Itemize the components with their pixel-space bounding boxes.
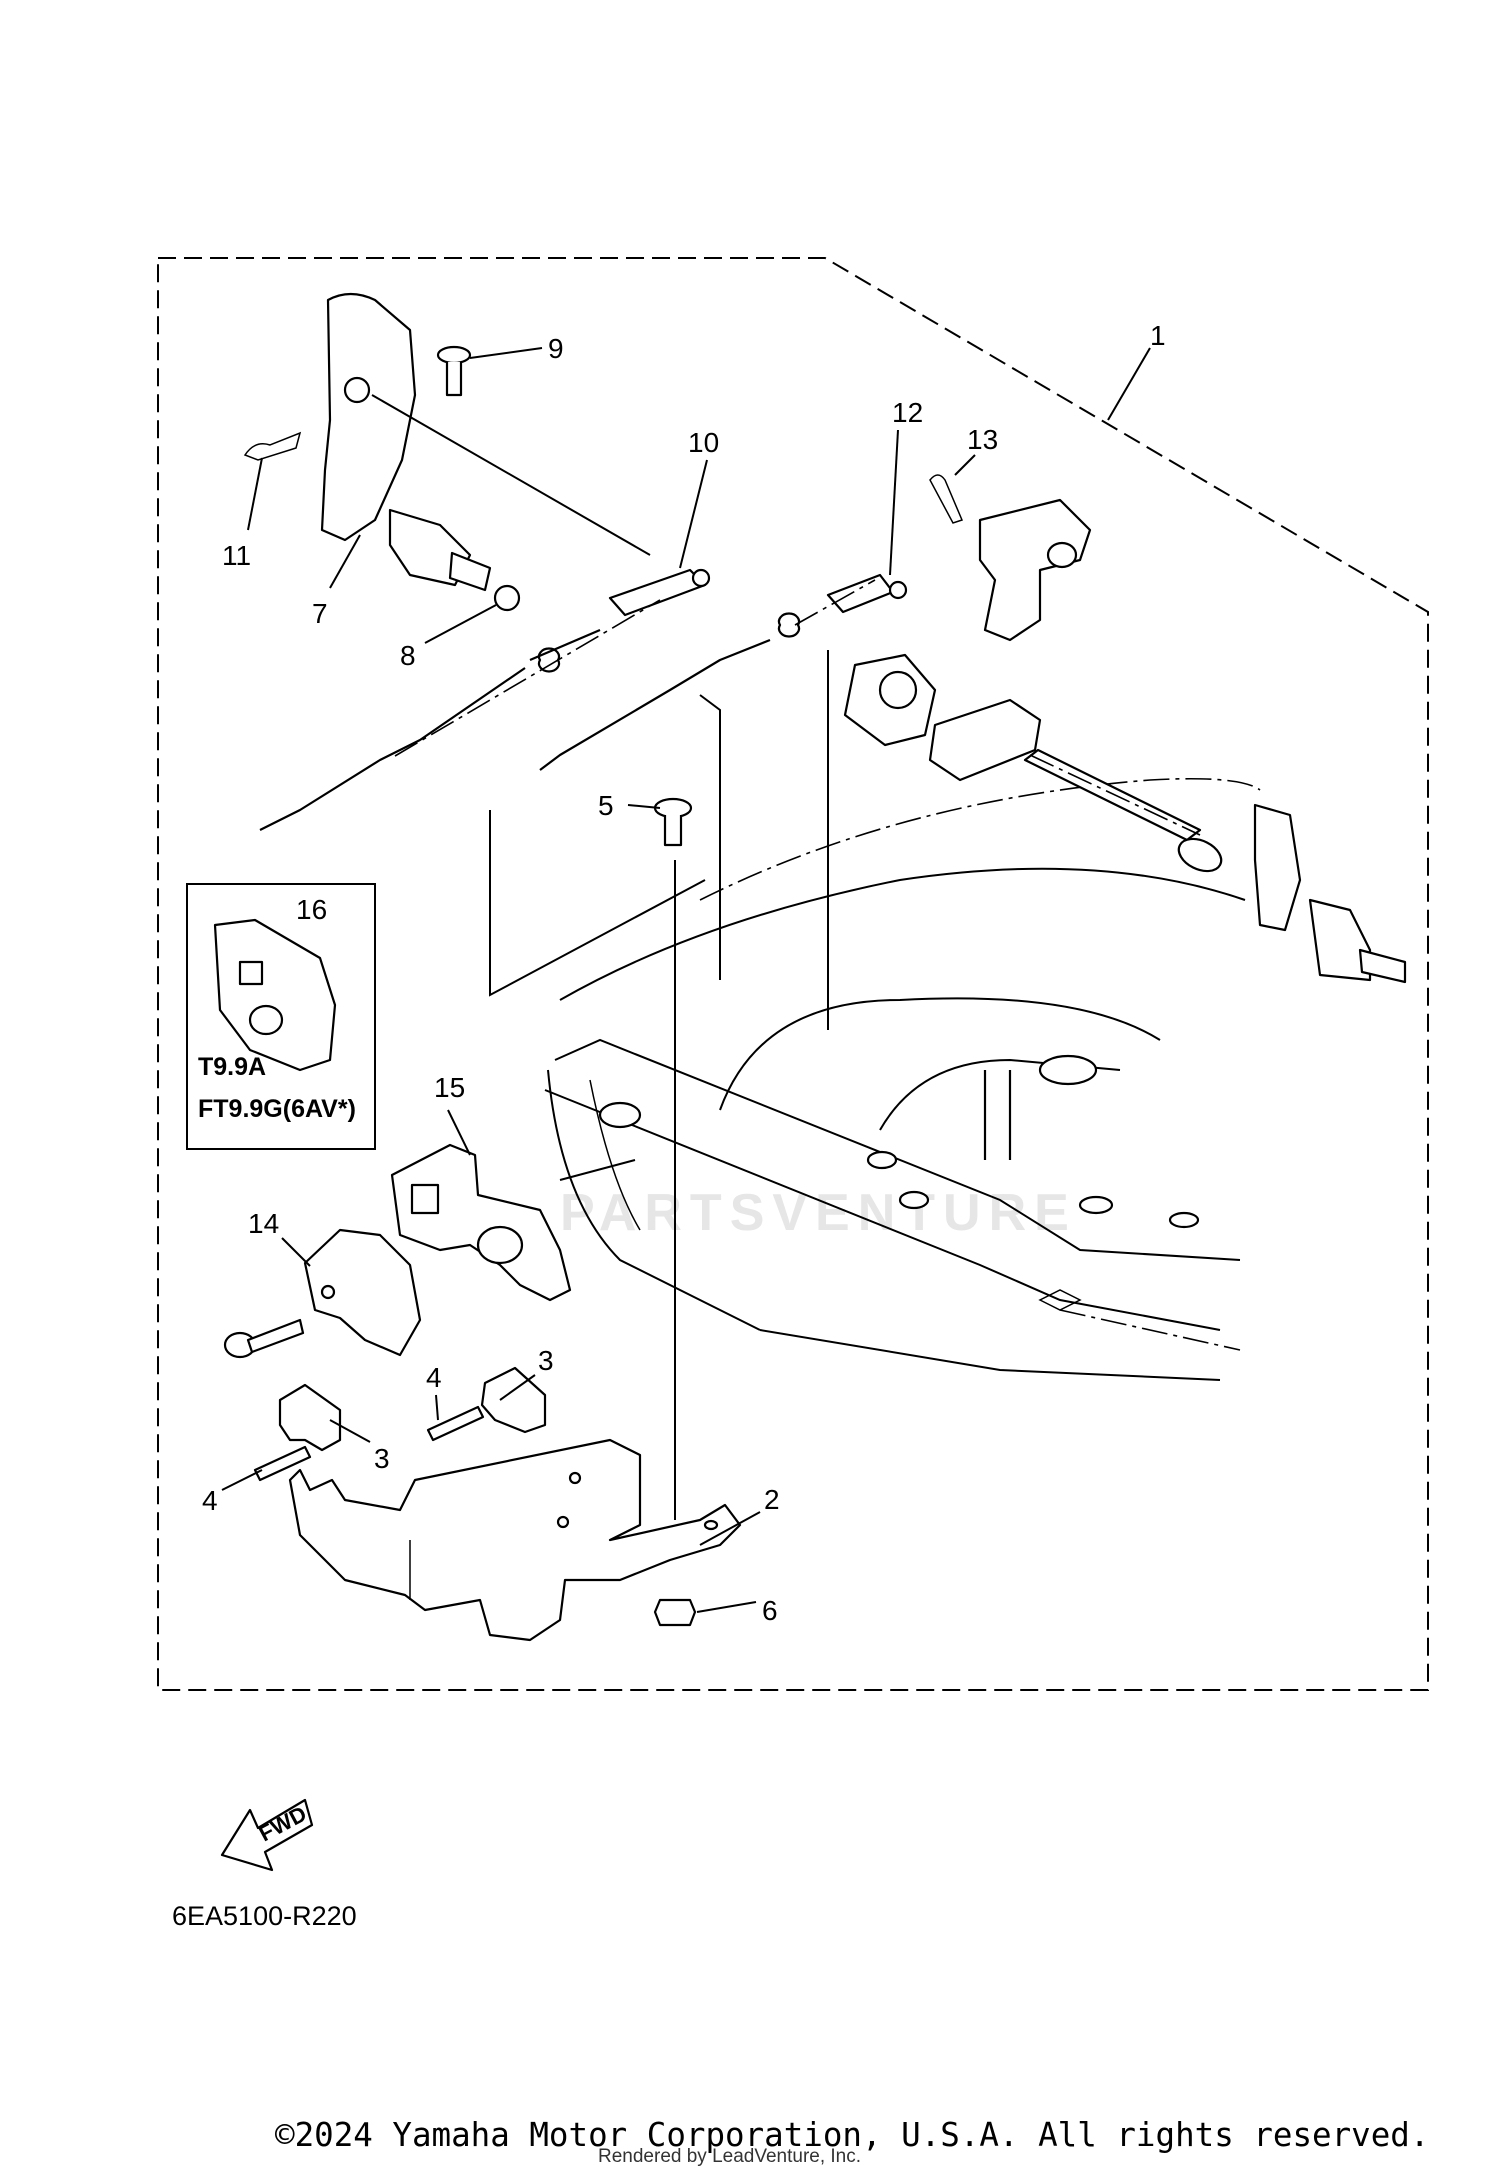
callout-10: 10	[688, 427, 719, 458]
bolt-5	[653, 797, 693, 847]
collar-and-cam	[843, 653, 1042, 782]
callout-7: 7	[312, 598, 328, 629]
bottom-cowling	[544, 777, 1261, 1381]
callout-leaders	[221, 347, 1151, 1613]
callout-9: 9	[548, 333, 564, 364]
shift-lever	[826, 474, 1092, 642]
inset-box: T9.9A FT9.9G(6AV*)	[186, 883, 376, 1150]
callout-11: 11	[222, 540, 251, 571]
callout-4-top: 4	[426, 1362, 442, 1393]
fwd-arrow-icon: FWD	[220, 1798, 314, 1872]
nut-6	[653, 1598, 697, 1627]
callout-13: 13	[967, 424, 998, 455]
bracket-plate-2	[288, 1438, 742, 1642]
bolt-9	[436, 345, 472, 397]
callout-5: 5	[598, 790, 614, 821]
callout-14: 14	[248, 1208, 279, 1239]
callout-8: 8	[400, 640, 416, 671]
callout-12: 12	[892, 397, 923, 428]
leader-cable-drop	[699, 694, 721, 980]
callout-3-left: 3	[374, 1443, 390, 1474]
cover-14	[223, 1228, 422, 1359]
cam-plate-15	[390, 1101, 642, 1302]
copyright-notice: ©2024 Yamaha Motor Corporation, U.S.A. A…	[275, 2116, 1430, 2154]
inset-model-line-1: T9.9A	[198, 1053, 266, 1081]
shift-shaft-assembly	[1023, 748, 1407, 984]
o-ring-8	[493, 584, 521, 612]
callout-16: 16	[296, 894, 327, 925]
diagram-code: 6EA5100-R220	[172, 1901, 357, 1931]
callout-2: 2	[764, 1484, 780, 1515]
leader-rect-left	[489, 810, 706, 997]
holders-and-pins	[253, 1366, 547, 1482]
watermark: PARTSVENTURE	[560, 1184, 1077, 1242]
rendered-by-notice: Rendered by LeadVenture, Inc.	[598, 2146, 862, 2167]
clip-11	[243, 431, 302, 461]
watermark-text: PARTSVENTURE	[560, 1184, 1077, 1242]
control-bracket-7	[320, 292, 651, 592]
callout-1: 1	[1150, 320, 1166, 351]
inset-model-line-2: FT9.9G(6AV*)	[198, 1095, 356, 1123]
assembly-boundary	[157, 257, 1429, 1691]
callout-4-left: 4	[202, 1485, 218, 1516]
callout-15: 15	[434, 1072, 465, 1103]
callout-3-top: 3	[538, 1345, 554, 1376]
link-rod-10	[608, 568, 711, 617]
callout-6: 6	[762, 1595, 778, 1626]
callout-labels: 1 2 3 3 4 4 5 6 7 8 9 10 11 12 13 14 15 …	[202, 320, 1166, 1626]
control-cables	[259, 579, 876, 831]
